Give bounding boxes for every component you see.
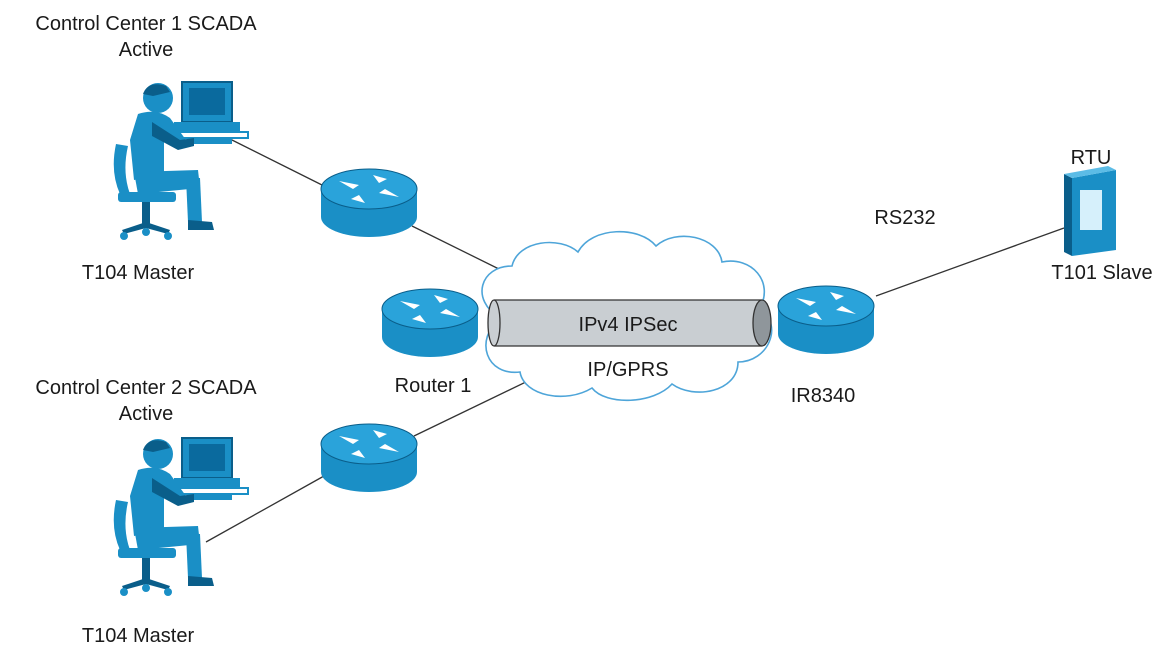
rs232-label: RS232	[874, 207, 936, 229]
control-center-2-status: Active	[118, 403, 174, 425]
tunnel-icon	[487, 299, 772, 347]
control-center-1-role: T104 Master	[81, 262, 195, 284]
rtu-name: RTU	[1070, 147, 1112, 169]
control-center-1-title: Control Center 1 SCADA	[35, 13, 257, 35]
control-center-1-status: Active	[118, 39, 174, 61]
link-cc1-router	[225, 136, 325, 187]
link-router-cloud-bottom	[413, 379, 531, 437]
operator-workstation-icon	[112, 81, 249, 241]
cloud-label: IP/GPRS	[587, 359, 669, 381]
control-center-2-role: T104 Master	[81, 625, 195, 647]
router-icon	[320, 423, 418, 493]
link-router-cloud-top	[411, 225, 506, 273]
rtu-icon	[1064, 166, 1116, 256]
router-1-label: Router 1	[394, 375, 472, 397]
ir8340-router-icon	[777, 285, 875, 355]
link-rs232	[875, 227, 1065, 297]
link-cc2-router	[205, 475, 325, 543]
operator-workstation-icon	[112, 437, 249, 597]
connection-lines	[205, 136, 1065, 543]
rtu-role: T101 Slave	[1051, 262, 1153, 284]
router-1-icon	[381, 288, 479, 358]
tunnel-label: IPv4 IPSec	[578, 314, 678, 336]
router-icon	[320, 168, 418, 238]
ir8340-label: IR8340	[790, 385, 856, 407]
control-center-2-title: Control Center 2 SCADA	[35, 377, 257, 399]
